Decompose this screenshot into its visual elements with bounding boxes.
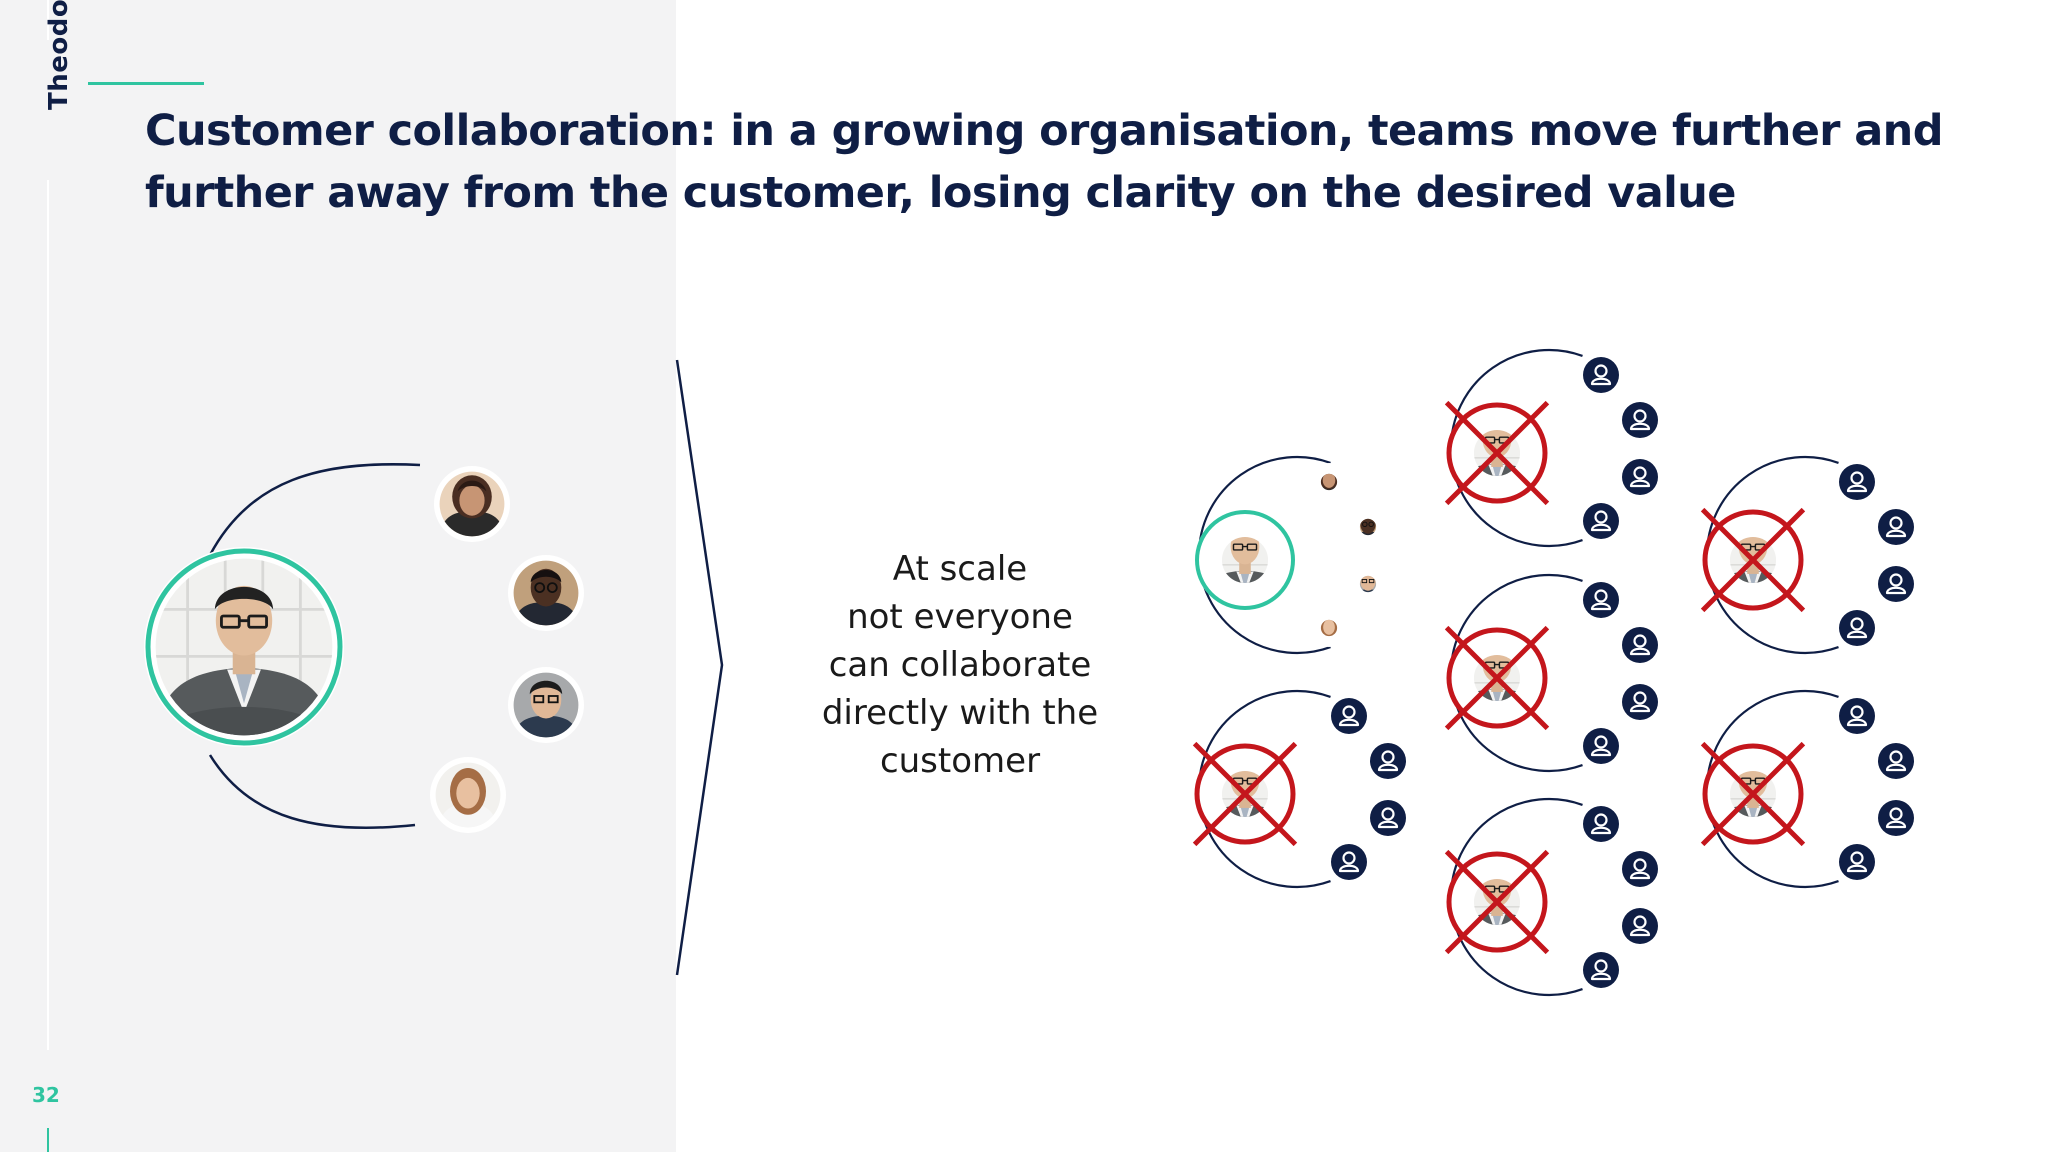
rail-line [47, 180, 49, 1050]
scaled-organisation-group [1192, 348, 1916, 997]
user-icon [1581, 950, 1621, 990]
cross-icon [1444, 625, 1550, 731]
team-member-photo [430, 757, 506, 833]
cross-icon [1444, 400, 1550, 506]
distant-team-cluster [1700, 689, 1916, 889]
distant-team-cluster [1700, 455, 1916, 655]
customer-node [1700, 741, 1806, 847]
user-icon [1620, 400, 1660, 440]
team-member-photo [508, 555, 584, 631]
user-icon [1581, 726, 1621, 766]
slide-title: Customer collaboration: in a growing org… [145, 100, 1965, 224]
user-icon [1876, 798, 1916, 838]
team-member-photo [434, 466, 510, 542]
user-icon [1876, 507, 1916, 547]
customer-node [1195, 510, 1295, 610]
user-icon [1581, 355, 1621, 395]
cross-icon [1444, 849, 1550, 955]
chevron-divider [675, 359, 724, 976]
user-icon [1837, 696, 1877, 736]
customer-highlight-ring [1195, 510, 1295, 610]
user-icon [1329, 696, 1369, 736]
user-icon [1620, 457, 1660, 497]
title-line: further away from the customer, losing c… [145, 168, 1736, 218]
cross-icon [1700, 507, 1806, 613]
center-caption: At scale not everyone can collaborate di… [790, 545, 1130, 785]
user-icon [1837, 462, 1877, 502]
caption-line: At scale [892, 549, 1028, 589]
user-icon [1620, 906, 1660, 946]
user-icon [1581, 804, 1621, 844]
direct-collaboration-group [144, 463, 584, 833]
page-number: 32 [32, 1083, 60, 1107]
cross-icon [1700, 741, 1806, 847]
title-accent-line [88, 82, 204, 85]
customer-node [1444, 625, 1550, 731]
direct-team-cluster [1195, 455, 1387, 655]
distant-team-cluster [1444, 348, 1660, 548]
customer-node [1700, 507, 1806, 613]
title-line: Customer collaboration: in a growing org… [145, 106, 1943, 156]
caption-line: can collaborate [828, 645, 1092, 685]
rail-line-top [47, 0, 49, 40]
team-member-photo [1310, 609, 1348, 647]
distant-team-cluster [1444, 797, 1660, 997]
user-icon [1581, 580, 1621, 620]
user-icon [1837, 608, 1877, 648]
distant-team-cluster [1444, 573, 1660, 773]
user-icon [1620, 849, 1660, 889]
rail-line-bottom [47, 1128, 49, 1152]
user-icon [1876, 741, 1916, 781]
team-member-photo [508, 667, 584, 743]
caption-line: directly with the [821, 693, 1099, 733]
team-member-photo [1310, 463, 1348, 501]
user-icon [1368, 798, 1408, 838]
team-arc-top [208, 463, 421, 556]
cross-icon [1192, 741, 1298, 847]
user-icon [1368, 741, 1408, 781]
user-icon [1876, 564, 1916, 604]
team-member-photo [1349, 565, 1387, 603]
team-arc-bottom [208, 754, 416, 830]
user-icon [1620, 625, 1660, 665]
customer-node [1192, 741, 1298, 847]
user-icon [1620, 682, 1660, 722]
team-member-photo [1349, 508, 1387, 546]
customer-highlight-ring [145, 548, 343, 746]
customer-node [1444, 400, 1550, 506]
caption-line: not everyone [847, 597, 1073, 637]
user-icon [1581, 501, 1621, 541]
customer-photo [144, 547, 344, 747]
distant-team-cluster [1192, 689, 1408, 889]
caption-line: customer [879, 741, 1041, 781]
user-icon [1329, 842, 1369, 882]
customer-node [1444, 849, 1550, 955]
user-icon [1837, 842, 1877, 882]
